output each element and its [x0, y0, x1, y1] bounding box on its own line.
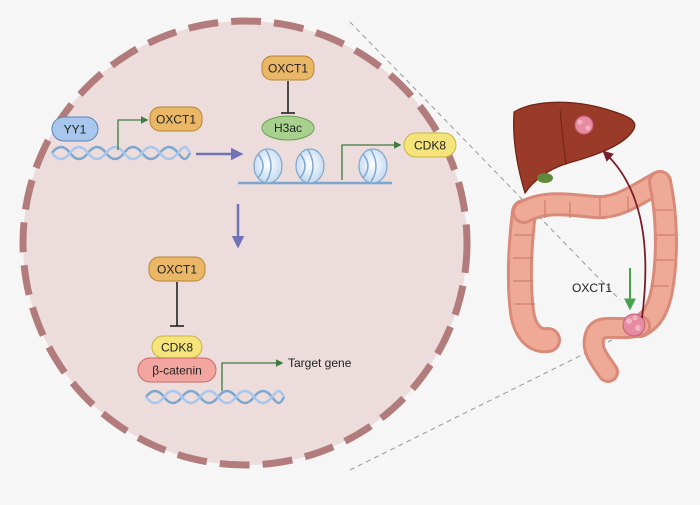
beta-catenin-label: β-catenin: [152, 364, 202, 378]
h3ac-label: H3ac: [274, 121, 302, 135]
inhibition-bar-top: [281, 81, 295, 114]
oxct1-top-label: OXCT1: [268, 62, 308, 76]
oxct1-organ-label: OXCT1: [572, 281, 612, 295]
cdk8-top-box: CDK8: [403, 132, 457, 158]
colon-icon: [506, 170, 678, 383]
zoom-line-bottom: [349, 339, 613, 471]
cdk8-lower-box: CDK8: [151, 335, 203, 359]
yy1-activation-arrow: [117, 116, 149, 150]
h3ac-mark: H3ac: [261, 115, 315, 141]
zoom-line-top: [349, 21, 621, 301]
beta-catenin-box: β-catenin: [137, 357, 217, 383]
yy1-protein: YY1: [51, 116, 99, 142]
oxct1-lower-label: OXCT1: [157, 263, 197, 277]
oxct1-top-box: OXCT1: [261, 55, 315, 81]
dna-strand-1: [51, 145, 192, 161]
metastasis-arrow: [602, 150, 647, 319]
yy1-label: YY1: [64, 123, 87, 137]
liver-icon: [513, 101, 636, 195]
cdk8-top-label: CDK8: [414, 139, 446, 153]
nucleosome-3: [358, 148, 388, 184]
target-gene-arrow: [221, 359, 284, 391]
dna-strand-2: [145, 389, 286, 405]
inhibition-bar-lower: [170, 282, 184, 327]
nucleosome-2: [295, 148, 325, 184]
nucleosome-1: [253, 148, 283, 184]
zoom-circle: [19, 17, 471, 469]
oxct1-gene-box: OXCT1: [149, 106, 203, 132]
tumor-icon: [622, 313, 646, 337]
target-gene-label: Target gene: [288, 356, 352, 370]
oxct1-gene-label: OXCT1: [156, 113, 196, 127]
cdk8-activation-arrow: [341, 141, 402, 180]
cdk8-lower-label: CDK8: [161, 341, 193, 355]
oxct1-lower-box: OXCT1: [148, 256, 206, 282]
